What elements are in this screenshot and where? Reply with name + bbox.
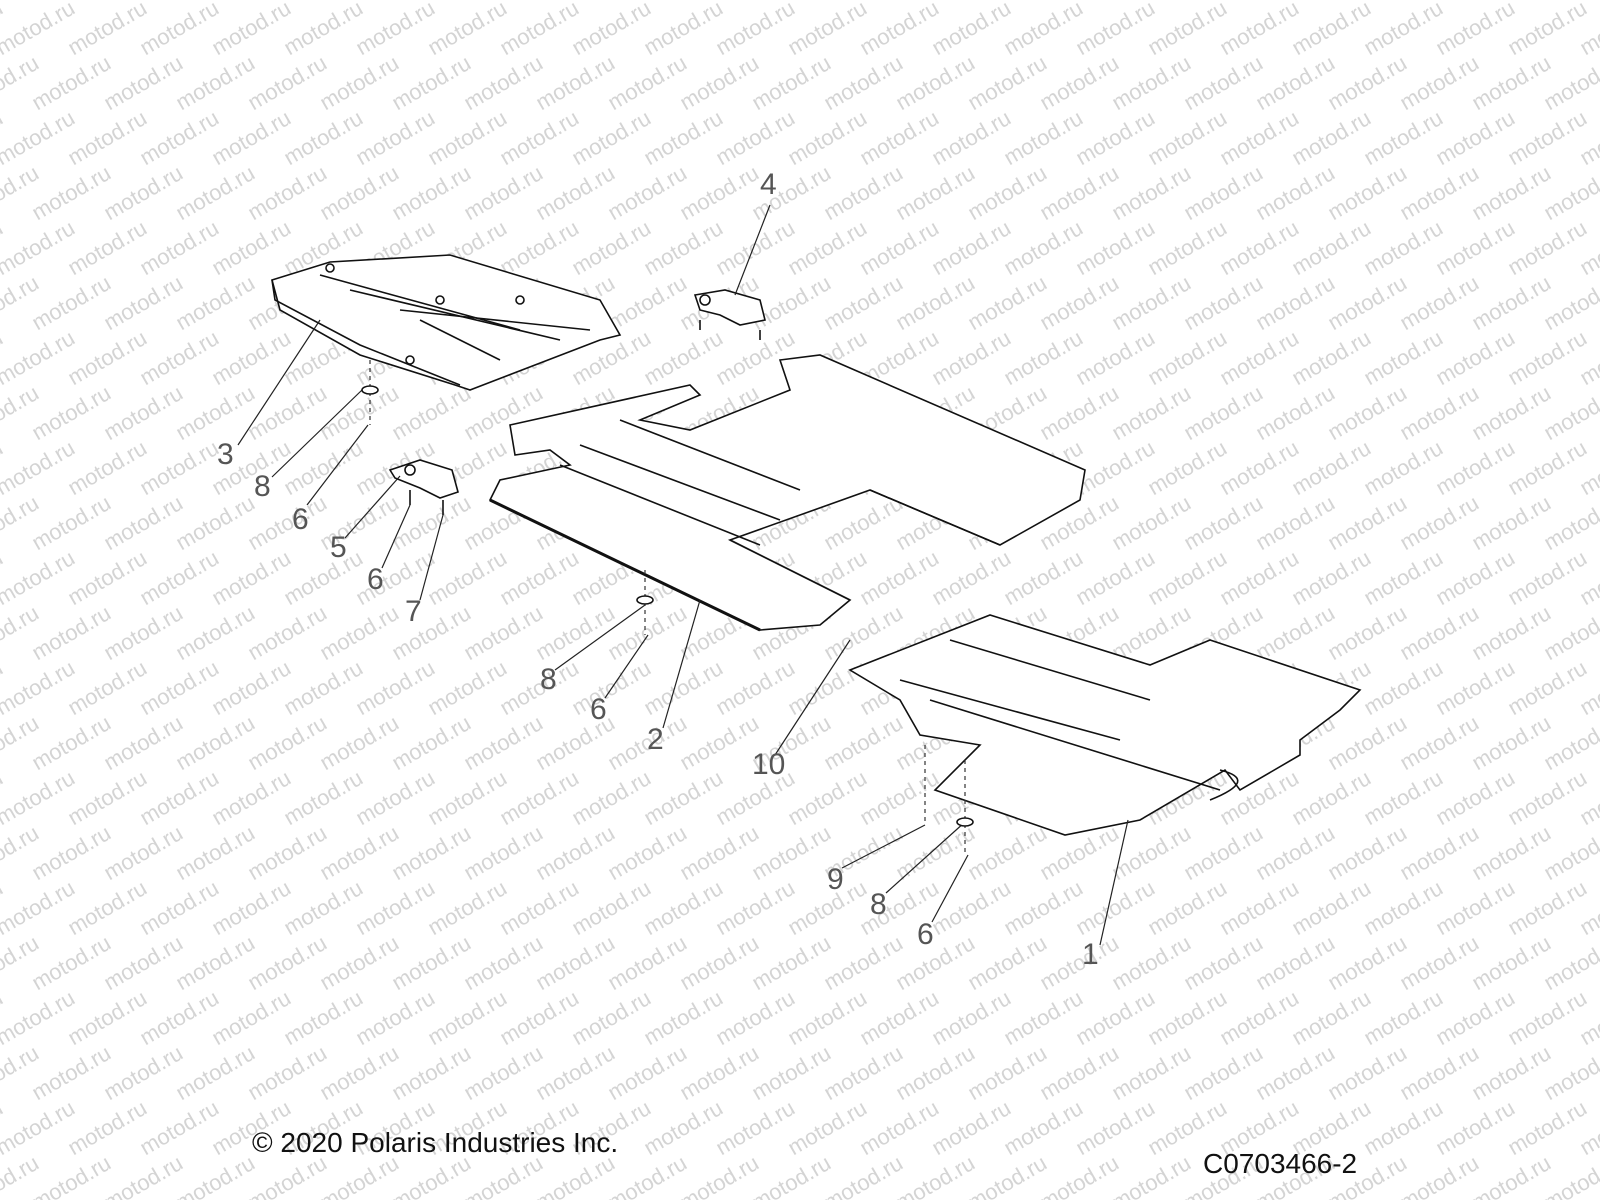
callout-label: 1 — [1082, 938, 1099, 971]
leader-lines — [237, 204, 1129, 946]
drawing-number: C0703466-2 — [1203, 1148, 1358, 1179]
part-4-bracket — [693, 289, 766, 340]
callout-label: 8 — [540, 663, 557, 696]
callout-label: 8 — [254, 470, 271, 503]
callout-label: 6 — [292, 503, 309, 536]
callout-label: 7 — [405, 595, 422, 628]
callout-label: 6 — [917, 918, 934, 951]
callout-label: 9 — [827, 863, 844, 896]
part-1-front-skid — [848, 614, 1362, 836]
callout-label: 6 — [367, 563, 384, 596]
callout-label: 10 — [752, 748, 786, 781]
callout-label: 2 — [647, 723, 664, 756]
callout-label: 6 — [590, 693, 607, 726]
part-3-skid-plate — [271, 254, 622, 391]
copyright-text: © 2020 Polaris Industries Inc. — [252, 1127, 619, 1158]
part-5-bracket — [388, 459, 459, 515]
callout-label: 4 — [760, 168, 777, 201]
part-2-floor-panel — [488, 354, 1086, 632]
callout-label: 8 — [870, 888, 887, 921]
callout-label: 3 — [217, 438, 234, 471]
callout-label: 5 — [330, 531, 347, 564]
